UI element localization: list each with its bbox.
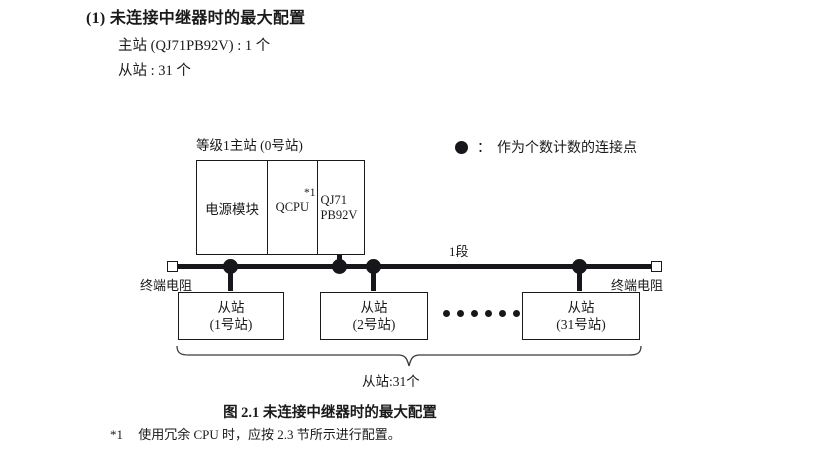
section-title: 未连接中继器时的最大配置 bbox=[109, 10, 306, 27]
bus-line bbox=[176, 264, 654, 269]
brace-icon bbox=[176, 346, 642, 367]
ellipsis-dot bbox=[499, 310, 506, 317]
open-square-icon bbox=[651, 261, 662, 272]
connection-point-icon bbox=[223, 259, 238, 274]
page-title: (1) 未连接中继器时的最大配置 bbox=[86, 8, 686, 30]
master-station-box: 电源模块 QCPU *1 QJ71 PB92V bbox=[196, 160, 365, 255]
ellipsis-dot bbox=[485, 310, 492, 317]
terminator-right-label: 终端电阻 bbox=[611, 278, 664, 293]
slave-drop-line bbox=[228, 267, 233, 291]
module-qcpu: QCPU *1 bbox=[268, 161, 318, 254]
slave-drop-line bbox=[371, 267, 376, 291]
footnote-marker: *1 bbox=[110, 427, 123, 442]
ellipsis-dot bbox=[457, 310, 464, 317]
qcpu-footnote-marker: *1 bbox=[304, 187, 316, 199]
legend-label: 作为个数计数的连接点 bbox=[497, 141, 637, 156]
section-number: (1) bbox=[86, 10, 106, 27]
spec-slave-count: 从站 : 31 个 bbox=[118, 63, 191, 79]
slave-drop-line bbox=[577, 267, 582, 291]
connection-point-icon bbox=[332, 259, 347, 274]
heading-block: (1) 未连接中继器时的最大配置 主站 (QJ71PB92V) : 1 个 从站… bbox=[86, 8, 686, 82]
slave-station-label-line2: (31号站) bbox=[556, 317, 606, 332]
connection-point-icon bbox=[572, 259, 587, 274]
slave-group-label: 从站:31个 bbox=[362, 374, 420, 389]
ellipsis-dots bbox=[443, 310, 520, 317]
legend: ： 作为个数计数的连接点 bbox=[455, 137, 637, 157]
ellipsis-dot bbox=[471, 310, 478, 317]
master-station-caption: 等级1主站 (0号站) bbox=[196, 138, 303, 153]
segment-label: 1段 bbox=[449, 244, 469, 259]
slave-station-label-line2: (1号站) bbox=[209, 317, 253, 332]
footnote: *1 使用冗余 CPU 时，应按 2.3 节所示进行配置。 bbox=[110, 424, 401, 443]
figure-caption: 图 2.1 未连接中继器时的最大配置 bbox=[223, 405, 437, 421]
footnote-text: 使用冗余 CPU 时，应按 2.3 节所示进行配置。 bbox=[138, 427, 401, 442]
module-power-supply-label: 电源模块 bbox=[205, 201, 260, 217]
ellipsis-dot bbox=[443, 310, 450, 317]
module-qj71pb92v-line1: QJ71 bbox=[320, 192, 347, 207]
connection-point-icon bbox=[366, 259, 381, 274]
filled-circle-icon bbox=[455, 140, 468, 154]
legend-colon: ： bbox=[477, 141, 491, 156]
spec-master-count: 主站 (QJ71PB92V) : 1 个 bbox=[118, 38, 271, 54]
module-power-supply: 电源模块 bbox=[197, 161, 269, 254]
module-qj71pb92v: QJ71 PB92V bbox=[318, 161, 364, 254]
slave-station-label-line2: (2号站) bbox=[352, 317, 396, 332]
slave-station-label-line1: 从站 bbox=[567, 300, 595, 315]
slave-group-brace bbox=[176, 346, 642, 368]
slave-station-label-line1: 从站 bbox=[360, 300, 388, 315]
module-qj71pb92v-line2: PB92V bbox=[320, 207, 358, 222]
terminator-left-label: 终端电阻 bbox=[140, 278, 193, 293]
ellipsis-dot bbox=[513, 310, 520, 317]
slave-station-box: 从站 (2号站) bbox=[320, 292, 428, 340]
slave-station-label-line1: 从站 bbox=[217, 300, 245, 315]
open-square-icon bbox=[167, 261, 178, 272]
slave-station-box: 从站 (1号站) bbox=[178, 292, 284, 340]
slave-station-box: 从站 (31号站) bbox=[522, 292, 640, 340]
module-qcpu-label: QCPU bbox=[275, 200, 310, 214]
module-qj71pb92v-label: QJ71 PB92V bbox=[321, 193, 358, 223]
